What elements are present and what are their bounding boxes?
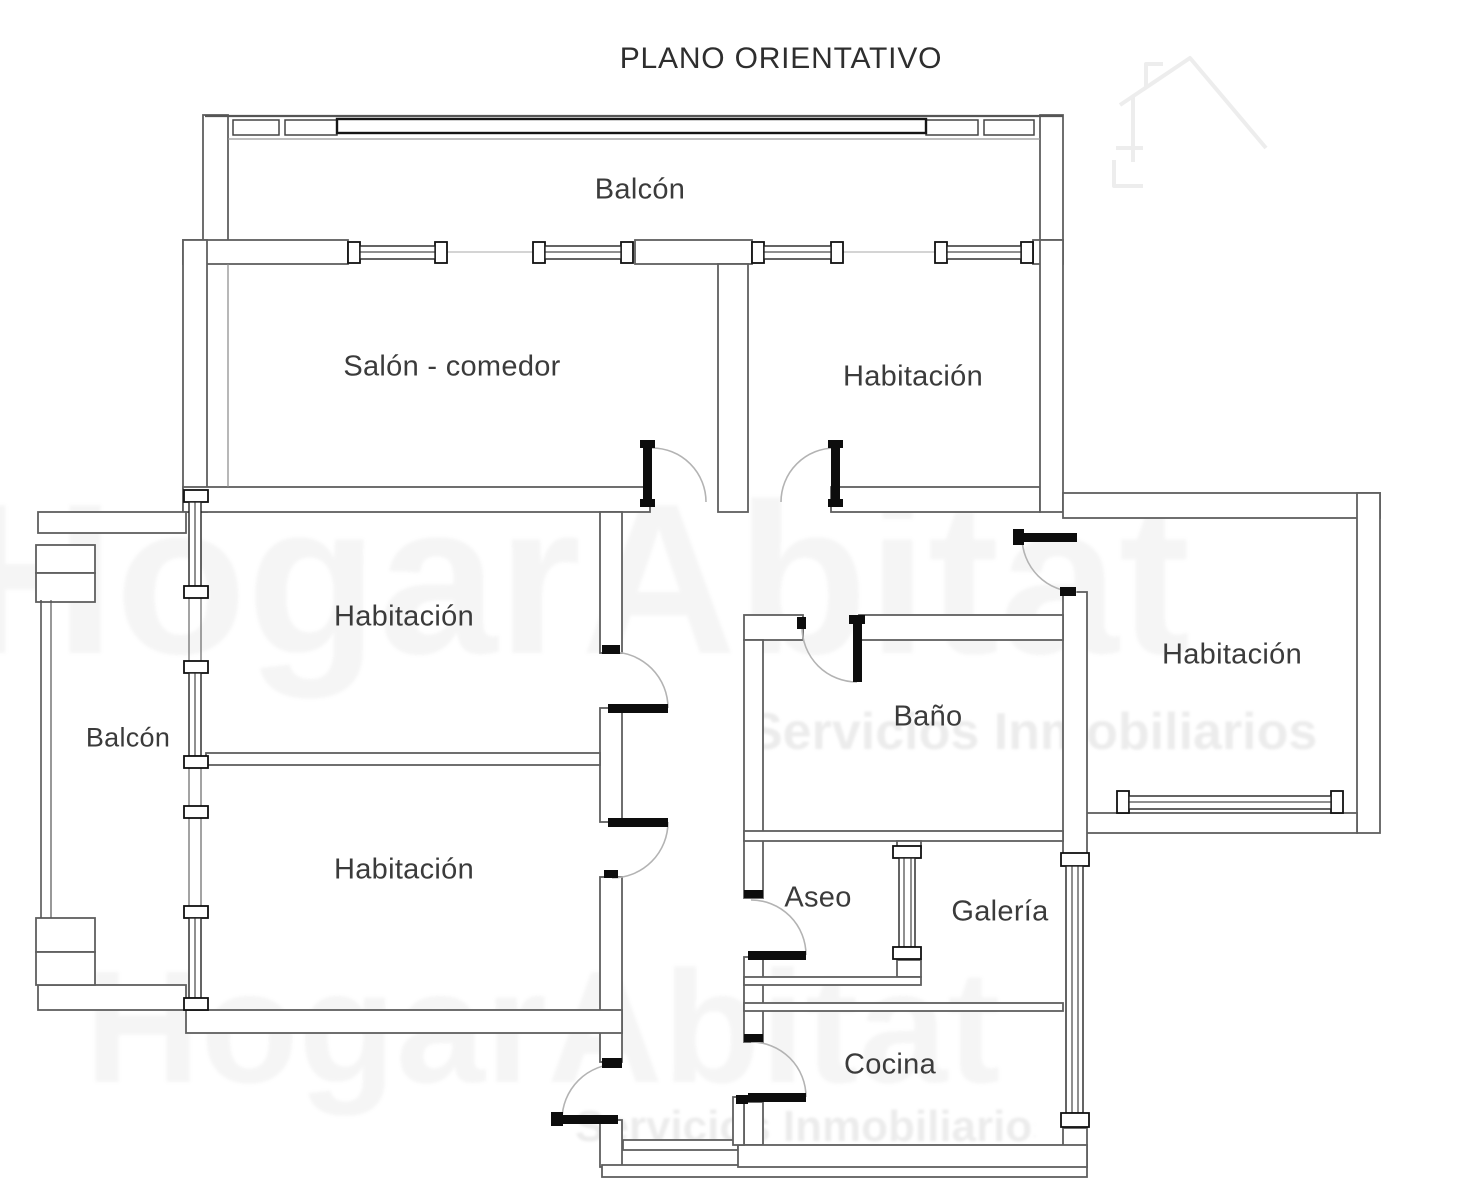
door-bano (797, 615, 865, 683)
room-label-cocina: Cocina (843, 1048, 937, 1081)
door-salon (640, 440, 707, 507)
door-habitacion-right (1013, 529, 1078, 596)
balcony-railing (232, 117, 1035, 136)
thin-lines-layer (40, 114, 1063, 918)
window-galeria-right (1060, 852, 1090, 1128)
door-cocina (736, 1034, 807, 1104)
window-salon-1 (347, 241, 448, 264)
walls-layer (35, 114, 1381, 1178)
window-balcon-left-strip (183, 489, 209, 1011)
window-habitacion-right (1116, 790, 1344, 814)
door-entrance (551, 1058, 622, 1126)
room-label-salon: Salón - comedor (343, 350, 561, 383)
room-label-habitacion-right: Habitación (1161, 638, 1303, 671)
house-watermark-icon (1112, 56, 1268, 188)
room-label-bano: Baño (893, 700, 963, 733)
room-label-habitacion-mid: Habitación (333, 600, 475, 633)
plan-title: PLANO ORIENTATIVO (619, 42, 943, 75)
room-label-balcon-top: Balcón (594, 173, 686, 206)
door-habitacion-top (780, 440, 843, 507)
window-habitacion-top-1 (751, 241, 844, 264)
door-habitacion-low (604, 818, 669, 879)
room-label-galeria: Galería (951, 895, 1049, 928)
window-habitacion-top-2 (934, 241, 1034, 264)
window-aseo-galeria (892, 845, 922, 960)
door-habitacion-mid (602, 645, 669, 713)
window-salon-2 (532, 241, 634, 264)
room-label-habitacion-low: Habitación (333, 853, 475, 886)
room-label-habitacion-top: Habitación (842, 360, 984, 393)
doors-layer (551, 440, 1078, 1126)
windows-layer (183, 241, 1344, 1128)
room-label-aseo: Aseo (784, 881, 852, 914)
door-aseo (744, 890, 807, 960)
room-label-balcon-left: Balcón (85, 722, 171, 753)
